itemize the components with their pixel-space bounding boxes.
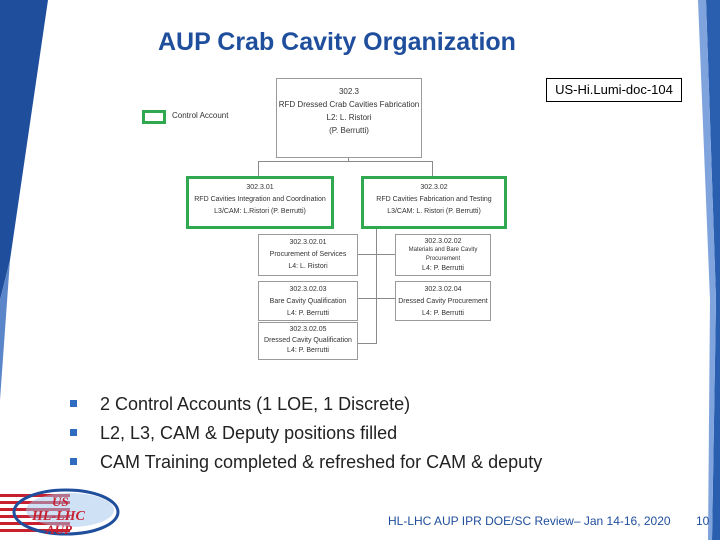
org-box-manager: L2: L. Ristori <box>326 113 372 122</box>
org-box-number: 302.3.02.05 <box>289 326 327 333</box>
org-box-number: 302.3.01 <box>246 184 274 191</box>
legend-green-swatch <box>142 110 166 124</box>
connector <box>376 226 377 344</box>
wbs-box-302-3-02-03: 302.3.02.03 Bare Cavity Qualification L4… <box>258 281 358 321</box>
org-box-title: Bare Cavity Qualification <box>269 298 347 305</box>
left-decorative-stripe <box>0 0 48 400</box>
connector <box>258 161 259 176</box>
slide-title: AUP Crab Cavity Organization <box>158 28 516 56</box>
org-box-deputy: (P. Berrutti) <box>329 126 369 135</box>
wbs-box-302-3-02-02: 302.3.02.02 Materials and Bare Cavity Pr… <box>395 234 491 276</box>
org-box-manager: L4: P. Berrutti <box>422 265 464 272</box>
bullet-marker-icon <box>70 429 77 436</box>
svg-text:US: US <box>52 494 69 509</box>
bullet-text: 2 Control Accounts (1 LOE, 1 Discrete) <box>100 394 411 414</box>
svg-text:AUP: AUP <box>45 522 73 537</box>
wbs-box-302-3-02-01: 302.3.02.01 Procurement of Services L4: … <box>258 234 358 276</box>
org-box-manager: L4: P. Berrutti <box>287 310 329 317</box>
org-box-manager: L4: L. Ristori <box>288 263 328 270</box>
org-box-title: RFD Cavities Integration and Coordinatio… <box>194 196 326 203</box>
org-box-title: Materials and Bare Cavity Procurement <box>408 247 478 262</box>
bullet-marker-icon <box>70 458 77 465</box>
org-box-title: Procurement of Services <box>269 251 347 258</box>
org-box-manager: L3/CAM: L.Ristori (P. Berrutti) <box>214 208 306 215</box>
connector <box>356 343 377 344</box>
bullet-text: L2, L3, CAM & Deputy positions filled <box>100 423 398 443</box>
wbs-box-302-3-02-04: 302.3.02.04 Dressed Cavity Procurement L… <box>395 281 491 321</box>
org-box-title: RFD Dressed Crab Cavities Fabrication <box>278 100 420 109</box>
org-box-title: RFD Cavities Fabrication and Testing <box>376 196 492 203</box>
svg-text:HL-LHC: HL-LHC <box>31 509 86 524</box>
us-hl-lhc-aup-logo: US HL-LHC AUP <box>0 488 120 537</box>
org-box-manager: L4: P. Berrutti <box>422 310 464 317</box>
org-box-number: 302.3.02.03 <box>289 286 327 293</box>
legend-label: Control Account <box>172 111 229 120</box>
connector <box>432 161 433 176</box>
doc-id-box: US-Hi.Lumi-doc-104 <box>546 78 682 102</box>
connector <box>356 298 396 299</box>
org-box-302-3: 302.3 RFD Dressed Crab Cavities Fabricat… <box>276 78 422 158</box>
org-box-title: Dressed Cavity Qualification <box>264 337 352 344</box>
org-box-number: 302.3.02.04 <box>424 286 462 293</box>
connector <box>258 161 433 162</box>
org-box-number: 302.3.02.02 <box>424 238 462 245</box>
org-box-number: 302.3 <box>338 87 360 96</box>
right-decorative-stripe <box>698 0 720 540</box>
control-account-302-3-01: 302.3.01 RFD Cavities Integration and Co… <box>186 176 334 229</box>
org-box-manager: L4: P. Berrutti <box>287 347 329 354</box>
bullet-text: CAM Training completed & refreshed for C… <box>100 452 543 472</box>
org-box-number: 302.3.02.01 <box>289 239 327 246</box>
org-box-manager: L3/CAM: L. Ristori (P. Berrutti) <box>387 208 481 215</box>
page-number: 10 <box>696 514 710 528</box>
footer-text: HL-LHC AUP IPR DOE/SC Review– Jan 14-16,… <box>388 514 671 528</box>
bullet-marker-icon <box>70 400 77 407</box>
control-account-302-3-02: 302.3.02 RFD Cavities Fabrication and Te… <box>361 176 507 229</box>
org-box-number: 302.3.02 <box>420 184 448 191</box>
wbs-box-302-3-02-05: 302.3.02.05 Dressed Cavity Qualification… <box>258 322 358 360</box>
connector <box>356 254 396 255</box>
org-box-title: Dressed Cavity Procurement <box>398 298 488 305</box>
